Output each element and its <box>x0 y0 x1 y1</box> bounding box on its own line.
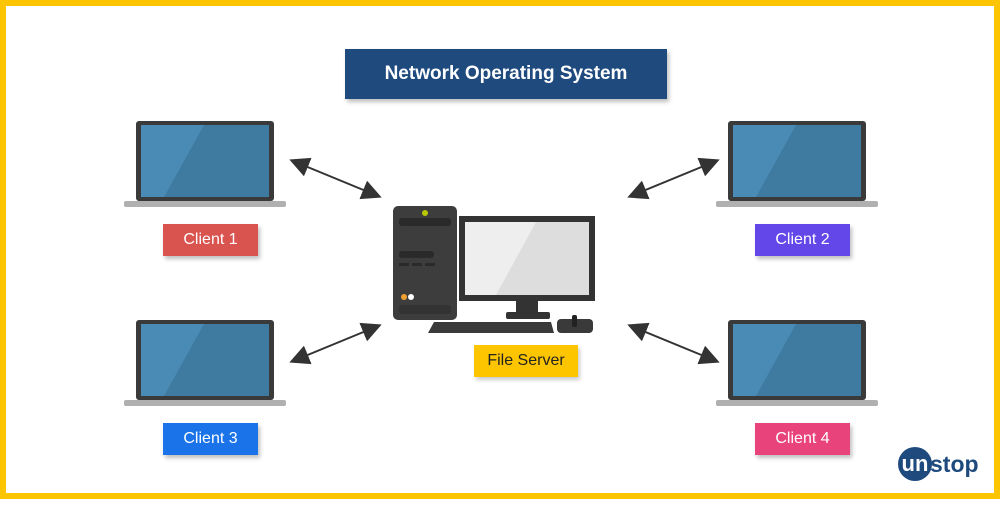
arrow-client-1 <box>289 157 382 200</box>
arrow-client-2 <box>627 157 720 200</box>
arrow-client-4 <box>627 322 720 365</box>
client-3-label: Client 3 <box>163 423 258 455</box>
client-4-label: Client 4 <box>755 423 850 455</box>
laptop-client-1-icon <box>124 121 286 207</box>
laptop-client-3-icon <box>124 320 286 406</box>
client-1-label: Client 1 <box>163 224 258 256</box>
file-server-label: File Server <box>474 345 578 377</box>
connection-arrows <box>289 157 720 365</box>
logo-text: stop <box>930 450 979 477</box>
arrow-client-3 <box>289 322 382 365</box>
client-2-label: Client 2 <box>755 224 850 256</box>
logo-circle: un <box>898 447 932 481</box>
unstop-logo: un stop <box>898 446 979 482</box>
diagram-title: Network Operating System <box>345 49 667 99</box>
laptop-client-4-icon <box>716 320 878 406</box>
file-server-icon <box>393 206 595 333</box>
laptop-client-2-icon <box>716 121 878 207</box>
